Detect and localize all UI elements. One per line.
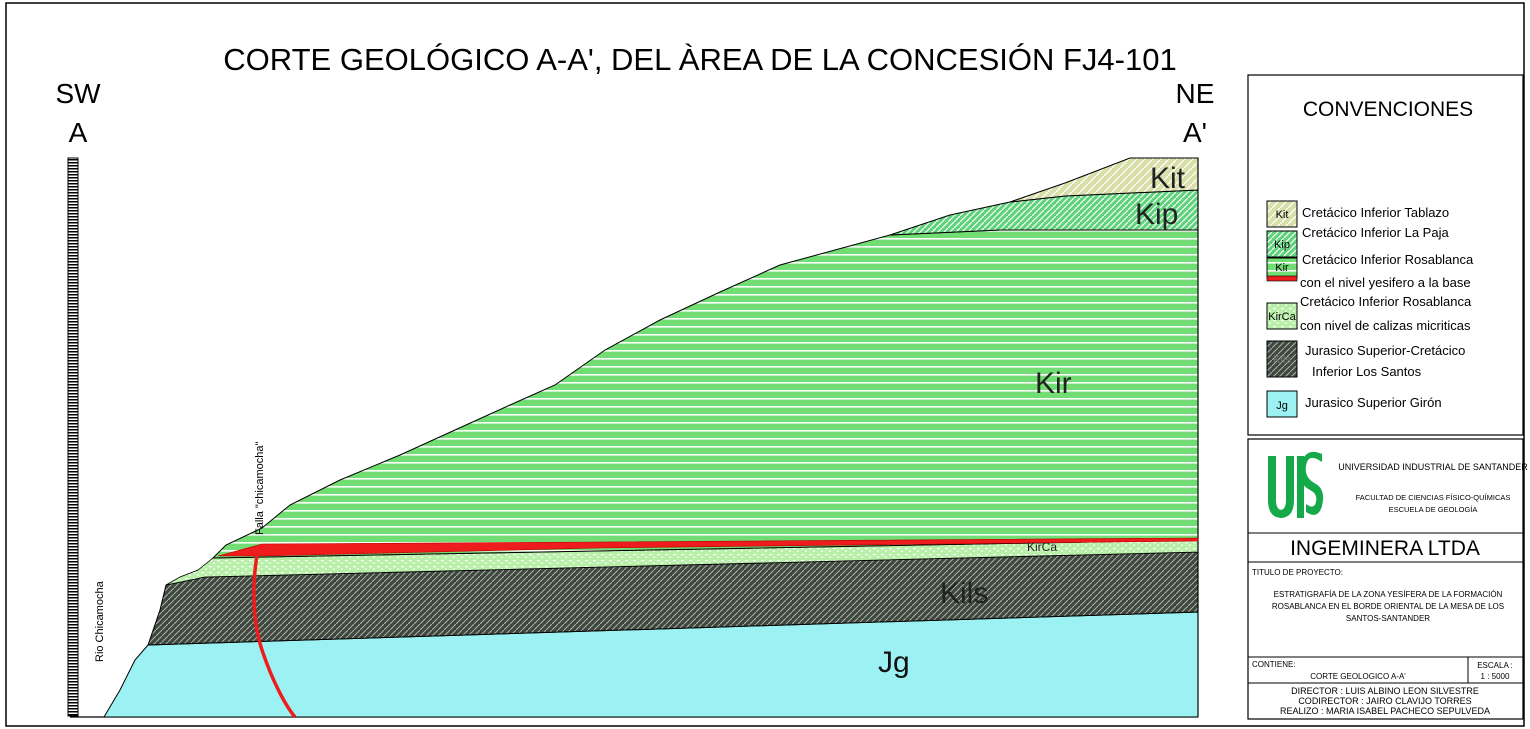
legend-code-kip: Kip (1274, 239, 1290, 251)
point-a-prime: A' (1183, 117, 1207, 148)
legend-text-kir-2: con el nivel yesifero a la base (1300, 275, 1471, 290)
label-jg: Jg (878, 646, 910, 679)
label-kit: Kit (1150, 162, 1186, 195)
faculty-name: FACULTAD DE CIENCIAS FÍSICO-QUÍMICAS (1356, 493, 1511, 502)
credit-codirector: CODIRECTOR : JAIRO CLAVIJO TORRES (1298, 696, 1471, 706)
label-kirca: KirCa (1027, 540, 1057, 554)
scale-label: ESCALA : (1477, 661, 1513, 670)
legend-swatch-kils (1266, 340, 1298, 378)
legend-code-kir: Kir (1275, 262, 1289, 274)
label-kils: Kils (940, 577, 988, 610)
legend-swatch-jg (1266, 390, 1298, 418)
chicamocha-fault (252, 549, 297, 719)
page-border (5, 2, 1525, 727)
legend-code-kit: Kit (1276, 209, 1289, 221)
label-kir: Kir (1035, 367, 1072, 400)
point-a: A (69, 117, 88, 148)
label-kip: Kip (1135, 198, 1178, 231)
legend-text-jg: Jurasico Superior Girón (1305, 395, 1442, 410)
company-name: INGEMINERA LTDA (1290, 537, 1480, 560)
legend-swatch-kit (1266, 200, 1298, 228)
legend-text-kils-1: Jurasico Superior-Cretácico (1305, 343, 1465, 358)
legend-text-kit: Cretácico Inferior Tablazo (1302, 205, 1449, 220)
contains-value: CORTE GEOLOGICO A-A' (1310, 672, 1406, 681)
label-rio-chicamocha: Rio Chicamocha (94, 580, 106, 662)
project-line-2: ROSABLANCA EN EL BORDE ORIENTAL DE LA ME… (1272, 602, 1504, 611)
legend-code-jg: Jg (1276, 400, 1288, 412)
legend-text-kirca-1: Cretácico Inferior Rosablanca (1300, 294, 1472, 309)
direction-ne: NE (1176, 78, 1215, 109)
legend-code-kirca: KirCa (1268, 311, 1296, 323)
legend-text-kip: Cretácico Inferior La Paja (1302, 225, 1449, 240)
direction-sw: SW (55, 78, 101, 109)
project-line-3: SANTOS-SANTANDER (1346, 614, 1430, 623)
credit-realizo: REALIZO : MARIA ISABEL PACHECO SEPULVEDA (1280, 706, 1490, 716)
legend-text-kils-2: Inferior Los Santos (1312, 364, 1422, 379)
university-name: UNIVERSIDAD INDUSTRIAL DE SANTANDER (1338, 462, 1528, 472)
legend-code-kils: Kils (1273, 354, 1291, 366)
school-name: ESCUELA DE GEOLOGÍA (1389, 505, 1478, 514)
credit-director: DIRECTOR : LUIS ALBINO LEON SILVESTRE (1291, 686, 1479, 696)
legend-swatch-gypsum (1266, 275, 1298, 282)
label-falla-chicamocha: Falla "chicamocha" (254, 442, 266, 535)
vertical-scale-bar (67, 157, 79, 717)
project-line-1: ESTRATIGRAFÍA DE LA ZONA YESÍFERA DE LA … (1274, 590, 1503, 599)
gypsum-level (217, 537, 1199, 557)
legend-swatch-kip (1266, 230, 1298, 258)
legend-swatch-kirca (1266, 302, 1298, 330)
section-title: CORTE GEOLÓGICO A-A', DEL ÀREA DE LA CON… (223, 42, 1176, 77)
project-label: TITULO DE PROYECTO: (1252, 568, 1343, 577)
legend-heading: CONVENCIONES (1303, 98, 1473, 121)
uis-logo (1268, 451, 1324, 518)
scale-value: 1 : 5000 (1481, 672, 1510, 681)
legend-text-kir-1: Cretácico Inferior Rosablanca (1302, 252, 1474, 267)
legend-text-kirca-2: con nivel de calizas micriticas (1300, 318, 1471, 333)
contains-label: CONTIENE: (1252, 660, 1296, 669)
